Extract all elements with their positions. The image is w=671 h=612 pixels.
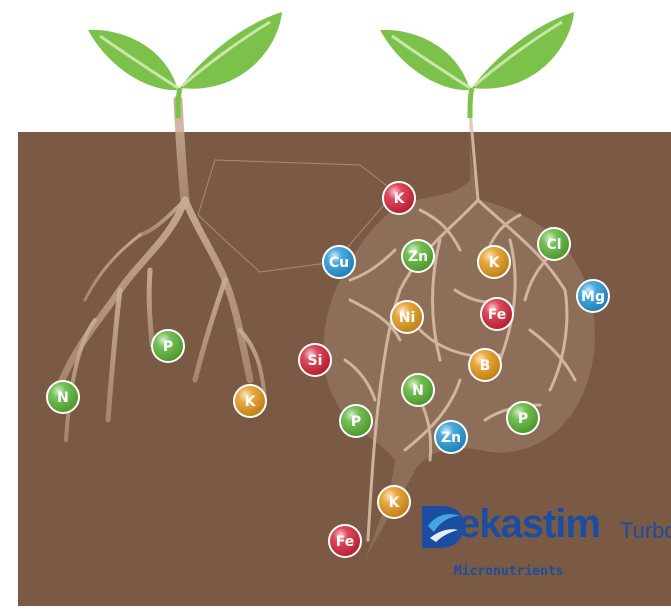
nutrient-symbol: K (389, 495, 401, 511)
left-plant-leaves (88, 12, 282, 119)
nutrient-symbol: K (394, 191, 406, 207)
nutrient-ball-p: P (506, 401, 540, 435)
nutrient-symbol: Mg (581, 289, 605, 305)
nutrient-symbol: P (518, 411, 528, 427)
nutrient-symbol: K (489, 255, 501, 271)
nutrient-ball-si: Si (298, 343, 332, 377)
brand-name: ekastim (458, 502, 601, 546)
nutrient-ball-mg: Mg (576, 279, 610, 313)
outline-path (197, 159, 396, 273)
nutrient-symbol: Fe (336, 534, 355, 550)
nutrient-ball-fe: Fe (328, 524, 362, 558)
nutrient-ball-ni: Ni (390, 300, 424, 334)
nutrient-ball-k: K (477, 245, 511, 279)
right-plant-leaves (380, 12, 574, 119)
nutrient-ball-b: B (468, 348, 502, 382)
nutrient-symbol: Zn (441, 430, 461, 446)
nutrient-symbol: N (57, 390, 69, 406)
nutrient-ball-fe: Fe (480, 297, 514, 331)
nutrient-symbol: Fe (488, 307, 507, 323)
nutrient-symbol: B (480, 358, 491, 374)
nutrient-symbol: P (163, 339, 173, 355)
nutrient-ball-k: K (377, 485, 411, 519)
nutrient-ball-n: N (401, 373, 435, 407)
nutrient-symbol: Si (308, 353, 323, 369)
nutrient-ball-zn: Zn (401, 239, 435, 273)
nutrient-symbol: Ni (399, 310, 416, 326)
nutrient-symbol: K (245, 394, 257, 410)
nutrient-ball-k: K (233, 384, 267, 418)
nutrient-ball-zn: Zn (434, 420, 468, 454)
brand-d-icon (422, 506, 464, 548)
brand-suffix: Turbo (620, 518, 671, 543)
nutrient-ball-cl: Cl (537, 227, 571, 261)
nutrient-ball-p: P (339, 404, 373, 438)
nutrient-symbol: Cu (329, 255, 349, 271)
nutrient-symbol: Zn (408, 249, 428, 265)
left-plant-roots (58, 95, 267, 442)
nutrient-ball-k: K (382, 181, 416, 215)
brand-logo: ekastim Turbo Micronutrients (420, 500, 671, 590)
nutrient-ball-n: N (46, 380, 80, 414)
nutrient-ball-cu: Cu (322, 245, 356, 279)
nutrient-symbol: N (412, 383, 424, 399)
nutrient-symbol: Cl (546, 237, 561, 253)
nutrient-symbol: P (351, 414, 361, 430)
nutrient-ball-p: P (151, 329, 185, 363)
brand-tagline: Micronutrients (454, 564, 564, 579)
